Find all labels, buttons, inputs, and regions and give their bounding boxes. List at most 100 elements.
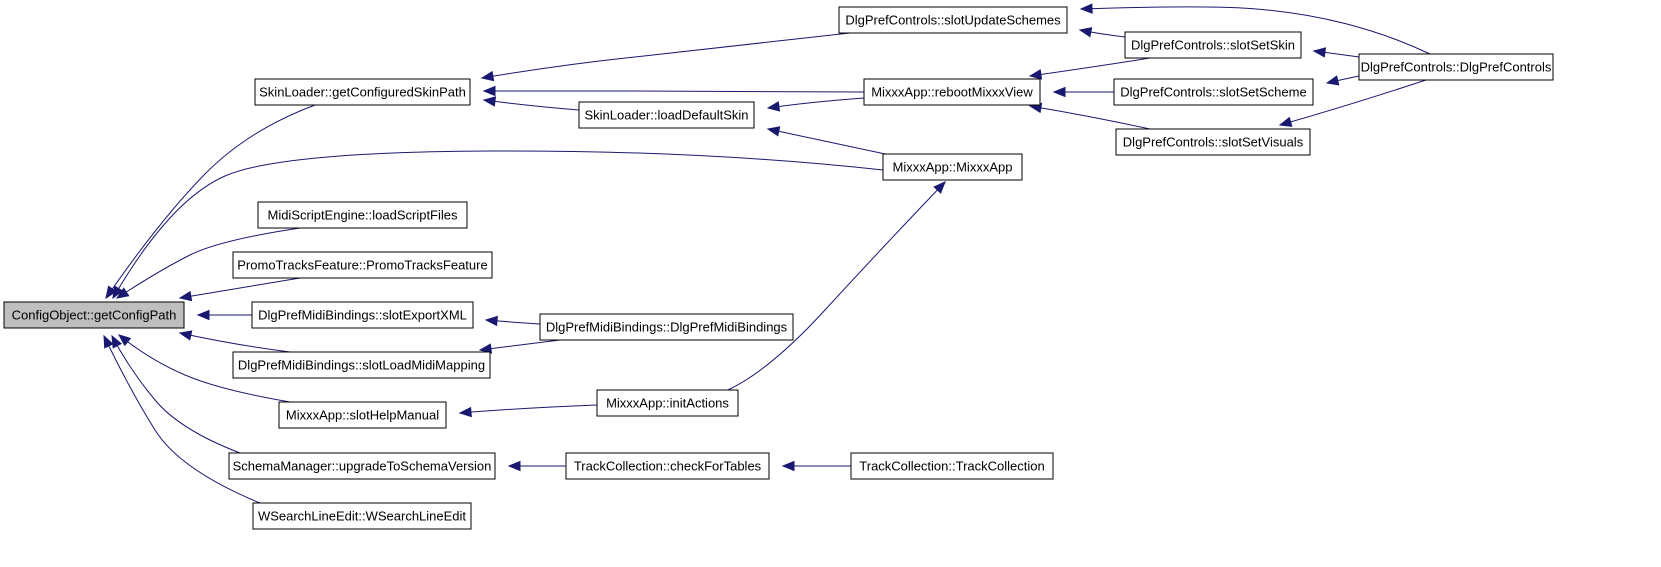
graph-node[interactable]: TrackCollection::checkForTables <box>565 452 770 480</box>
node-box <box>254 78 471 106</box>
edge-line <box>1029 57 1151 77</box>
root-node[interactable]: ConfigObject::getConfigPath <box>3 301 185 329</box>
edge-n15-to-n0 <box>117 334 291 403</box>
node-label: MixxxApp::initActions <box>606 396 729 411</box>
node-label: ConfigObject::getConfigPath <box>12 308 177 323</box>
edge-line <box>1029 105 1151 130</box>
graph-node[interactable]: MixxxApp::rebootMixxxView <box>863 78 1041 106</box>
graph-node[interactable]: MixxxApp::initActions <box>596 389 739 417</box>
node-label: DlgPrefMidiBindings::DlgPrefMidiBindings <box>546 320 788 335</box>
graph-node[interactable]: SchemaManager::upgradeToSchemaVersion <box>228 452 496 480</box>
edge-n13-to-n14 <box>478 339 561 354</box>
edge-line <box>727 181 946 391</box>
edge-line <box>1279 79 1427 126</box>
node-box <box>228 452 496 480</box>
node-box <box>596 389 739 417</box>
arrowhead-icon <box>507 460 521 472</box>
node-label: TrackCollection::checkForTables <box>574 459 762 474</box>
edge-n19-to-n18 <box>781 460 851 472</box>
graph-node[interactable]: MidiScriptEngine::loadScriptFiles <box>257 201 468 229</box>
arrowhead-icon <box>933 181 946 194</box>
edge-line <box>481 32 851 79</box>
graph-node[interactable]: DlgPrefControls::slotUpdateSchemes <box>838 6 1068 34</box>
edge-n4-to-n3 <box>1312 47 1360 58</box>
arrowhead-icon <box>484 315 498 327</box>
node-label: MixxxApp::rebootMixxxView <box>871 85 1033 100</box>
graph-node[interactable]: MixxxApp::slotHelpManual <box>278 401 447 429</box>
edge-n6-to-n5 <box>1052 86 1114 98</box>
edge-n4-to-n6 <box>1325 75 1360 86</box>
node-label: DlgPrefControls::slotSetSkin <box>1131 38 1295 53</box>
edge-n5-to-n1 <box>482 85 865 97</box>
arrowhead-icon <box>1079 3 1093 14</box>
edge-n13-to-n12 <box>484 315 541 327</box>
graph-node[interactable]: SkinLoader::getConfiguredSkinPath <box>254 78 471 106</box>
graph-node[interactable]: SkinLoader::loadDefaultSkin <box>578 101 755 129</box>
node-label: DlgPrefControls::DlgPrefControls <box>1361 60 1552 75</box>
edge-line <box>483 90 865 93</box>
node-box <box>278 401 447 429</box>
node-box <box>838 6 1068 34</box>
node-box <box>257 201 468 229</box>
graph-node[interactable]: DlgPrefControls::slotSetSkin <box>1124 31 1302 59</box>
arrowhead-icon <box>196 309 210 321</box>
graph-node[interactable]: WSearchLineEdit::WSearchLineEdit <box>252 502 472 530</box>
node-box <box>3 301 185 329</box>
edge-n16-to-n9 <box>727 181 946 391</box>
edge-line <box>179 277 301 299</box>
graph-node[interactable]: DlgPrefMidiBindings::slotExportXML <box>251 301 474 329</box>
arrowhead-icon <box>1078 27 1093 38</box>
arrowhead-icon <box>781 460 795 472</box>
graph-node[interactable]: DlgPrefMidiBindings::slotLoadMidiMapping <box>232 351 491 379</box>
edge-line <box>767 128 891 156</box>
arrowhead-icon <box>458 406 472 418</box>
arrowhead-icon <box>1312 47 1327 58</box>
arrowhead-icon <box>1052 86 1066 98</box>
node-box <box>232 251 493 279</box>
arrowhead-icon <box>111 334 123 349</box>
arrowhead-icon <box>1028 69 1043 80</box>
graph-node[interactable]: DlgPrefControls::DlgPrefControls <box>1358 53 1554 81</box>
arrowhead-icon <box>766 101 781 112</box>
arrowhead-icon <box>482 85 496 97</box>
node-label: DlgPrefControls::slotSetScheme <box>1120 85 1306 100</box>
arrowhead-icon <box>117 334 132 347</box>
graph-node[interactable]: TrackCollection::TrackCollection <box>850 452 1054 480</box>
edge-n8-to-n1 <box>482 96 580 111</box>
graph-node[interactable]: MixxxApp::MixxxApp <box>882 153 1023 181</box>
node-box <box>565 452 770 480</box>
node-box <box>578 101 755 129</box>
arrowhead-icon <box>115 287 130 299</box>
node-box <box>1113 78 1314 106</box>
node-label: SchemaManager::upgradeToSchemaVersion <box>233 459 492 474</box>
arrowhead-icon <box>482 96 497 107</box>
node-label: WSearchLineEdit::WSearchLineEdit <box>258 509 466 524</box>
edge-line <box>118 334 291 403</box>
edge-n3-to-n5 <box>1028 57 1151 80</box>
node-box <box>252 502 472 530</box>
node-label: SkinLoader::loadDefaultSkin <box>584 108 748 123</box>
arrowhead-icon <box>103 334 114 349</box>
graph-node[interactable]: PromoTracksFeature::PromoTracksFeature <box>232 251 493 279</box>
edge-n5-to-n8 <box>766 97 865 112</box>
node-label: MixxxApp::slotHelpManual <box>286 408 439 423</box>
node-label: DlgPrefControls::slotUpdateSchemes <box>845 13 1061 28</box>
arrowhead-icon <box>112 285 124 300</box>
arrowhead-icon <box>1278 116 1293 127</box>
graph-node[interactable]: DlgPrefMidiBindings::DlgPrefMidiBindings <box>539 313 794 341</box>
node-layer: ConfigObject::getConfigPath SkinLoader::g… <box>3 6 1554 530</box>
arrowhead-icon <box>1325 75 1340 86</box>
edge-n11-to-n0 <box>178 277 301 302</box>
graph-node[interactable]: DlgPrefControls::slotSetScheme <box>1113 78 1314 106</box>
node-box <box>251 301 474 329</box>
graph-node[interactable]: DlgPrefControls::slotSetVisuals <box>1115 128 1311 156</box>
edge-n10-to-n0 <box>115 227 301 299</box>
edge-line <box>111 335 241 454</box>
edge-layer <box>103 3 1431 504</box>
edge-n1-to-n0 <box>105 104 316 300</box>
edge-line <box>179 332 291 353</box>
node-box <box>232 351 491 379</box>
edge-n4-to-n2 <box>1079 3 1431 55</box>
node-label: SkinLoader::getConfiguredSkinPath <box>259 85 466 100</box>
